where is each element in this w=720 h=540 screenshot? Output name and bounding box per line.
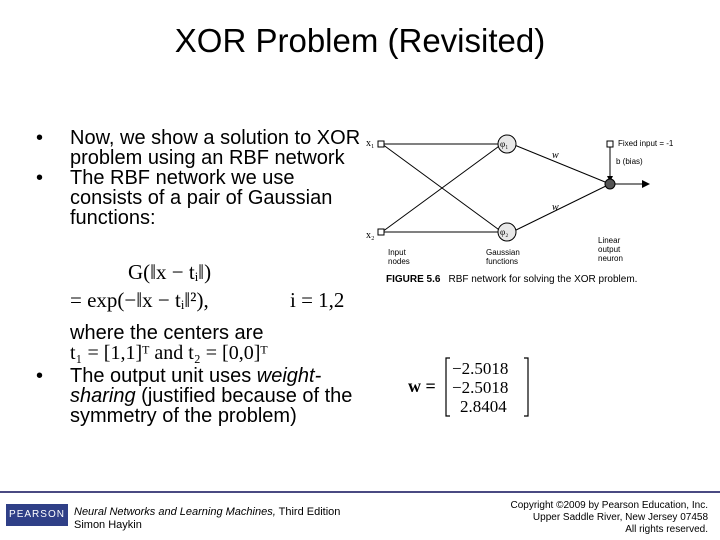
bullet-3-text-b: (justified because of the symmetry of th…	[70, 385, 353, 427]
index-range: i = 1,2	[290, 288, 345, 312]
copyright-line-1: Copyright ©2009 by Pearson Education, In…	[510, 500, 709, 511]
label-w-bottom: w	[552, 202, 559, 213]
footer-book-info: Neural Networks and Learning Machines, T…	[74, 506, 340, 532]
bullet-list: Now, we show a solution to XOR problem u…	[36, 128, 366, 228]
slide-title: XOR Problem (Revisited)	[174, 22, 546, 59]
edge-phi2-output	[511, 183, 611, 233]
bullet-1: Now, we show a solution to XOR problem u…	[36, 128, 366, 168]
copyright-line-3: All rights reserved.	[625, 524, 708, 535]
bullet-3-text-a: The output unit uses	[70, 365, 257, 387]
figure-caption-text: RBF network for solving the XOR problem.	[448, 274, 638, 285]
centers-block: where the centers are t₁ = [1,1]ᵀ and t₂…	[70, 323, 268, 363]
weight-matrix: w = −2.5018 −2.5018 2.8404	[408, 357, 529, 417]
copyright-line-2: Upper Saddle River, New Jersey 07458	[532, 512, 708, 523]
input-node-x1	[377, 140, 385, 148]
footer-copyright: Copyright ©2009 by Pearson Education, In…	[511, 500, 709, 536]
label-bias: b (bias)	[616, 157, 643, 166]
bullet-2: The RBF network we use consists of a pai…	[36, 168, 366, 228]
label-input-nodes: Input nodes	[388, 248, 410, 266]
figure-caption: FIGURE 5.6 RBF network for solving the XO…	[386, 274, 637, 285]
output-neuron	[604, 178, 616, 190]
exp-expression: = exp(−‖x − tᵢ‖²),	[70, 288, 209, 312]
fixed-input-node	[606, 140, 614, 148]
gaussian-node-phi1	[497, 134, 517, 154]
weight-vector: w = −2.5018 −2.5018 2.8404	[408, 356, 538, 423]
bullet-3-emphasis: weight-sharing	[70, 365, 322, 407]
input-node-x2	[377, 228, 385, 236]
label-x1: x₁	[366, 138, 375, 149]
weight-value-1: −2.5018	[452, 359, 508, 378]
label-phi1: φ₁	[500, 139, 508, 149]
weight-value-2: −2.5018	[452, 378, 508, 397]
centers-equation: t₁ = [1,1]ᵀ and t₂ = [0,0]ᵀ	[70, 342, 268, 364]
label-phi2: φ₂	[500, 227, 508, 237]
pearson-logo: PEARSON	[6, 504, 68, 526]
where-text: where the centers are	[70, 322, 264, 344]
label-linear-output: Linear output neuron	[598, 236, 623, 263]
edge-x2-phi1	[381, 143, 503, 233]
label-x2: x₂	[366, 230, 375, 241]
gaussian-function-rhs: = exp(−‖x − tᵢ‖²), i = 1,2	[70, 288, 360, 313]
right-bracket	[524, 357, 529, 417]
book-title: Neural Networks and Learning Machines,	[74, 506, 276, 518]
footer-divider	[0, 491, 720, 493]
left-bracket	[445, 357, 450, 417]
label-w-top: w	[552, 150, 559, 161]
bullet-3: The output unit uses weight-sharing (jus…	[36, 366, 366, 426]
label-gaussian-functions: Gaussian functions	[486, 248, 520, 266]
weight-label: w =	[408, 376, 436, 396]
rbf-network-diagram: x₁ x₂ φ₁ φ₂ w w Fixed input = -1 b (bias…	[366, 134, 674, 266]
book-edition: Third Edition	[275, 506, 341, 518]
edge-phi1-output	[511, 143, 611, 185]
label-fixed-input: Fixed input = -1	[618, 139, 674, 148]
figure-caption-label: FIGURE 5.6	[386, 274, 441, 285]
gaussian-node-phi2	[497, 222, 517, 242]
output-arrow	[642, 180, 650, 188]
weight-value-3: 2.8404	[460, 397, 507, 416]
gaussian-function-lhs: G(‖x − tᵢ‖)	[128, 260, 212, 284]
book-author: Simon Haykin	[74, 519, 142, 531]
